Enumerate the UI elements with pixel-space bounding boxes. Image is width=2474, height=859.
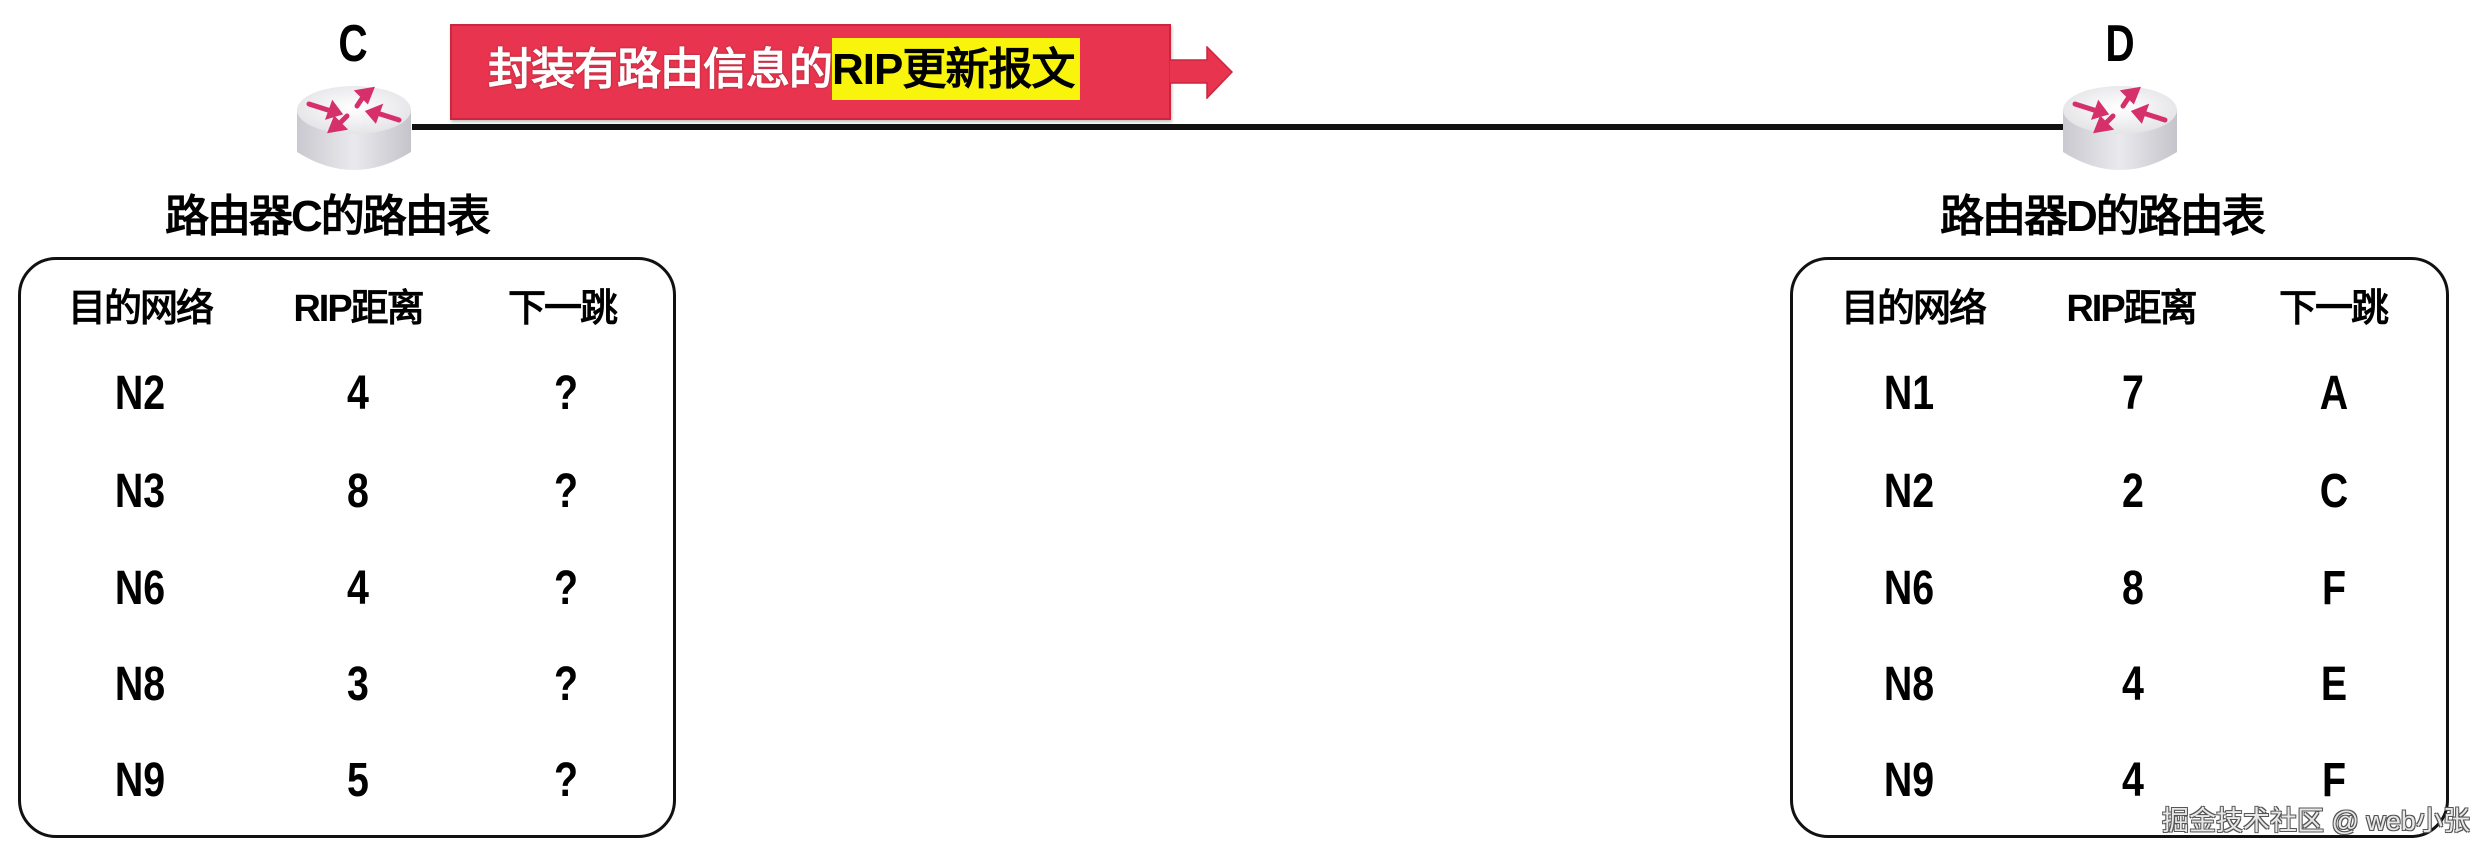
- banner-text: 封装有路由信息的RIP更新报文: [488, 38, 1081, 102]
- cell-network: N2: [114, 367, 166, 420]
- watermark: 掘金技术社区 @ web小张: [2162, 806, 2470, 836]
- cell-distance: 2: [2122, 465, 2144, 518]
- cell-distance: 5: [347, 754, 369, 807]
- link-c-d: [412, 124, 2063, 130]
- cell-network: N9: [1883, 754, 1935, 807]
- router-d-label: D: [2105, 15, 2135, 73]
- cell-distance: 8: [347, 465, 369, 518]
- cell-distance: 4: [347, 562, 369, 615]
- cell-next-hop: ?: [553, 465, 579, 518]
- header-destination: 目的网络: [67, 288, 214, 330]
- arrow-right-icon: [1169, 46, 1233, 99]
- cell-next-hop: ?: [553, 754, 579, 807]
- cell-network: N6: [114, 562, 166, 615]
- cell-network: N3: [114, 465, 166, 518]
- cell-next-hop: ?: [553, 562, 579, 615]
- cell-next-hop: F: [2321, 562, 2347, 615]
- cell-distance: 7: [2122, 367, 2144, 420]
- cell-network: N1: [1883, 367, 1935, 420]
- cell-next-hop: A: [2319, 367, 2349, 420]
- routing-table-d: 目的网络 RIP距离 下一跳 N1 7 A N2 2 C N6 8 F N8 4…: [1790, 257, 2449, 838]
- router-c-label: C: [338, 15, 368, 73]
- header-next-hop: 下一跳: [2278, 288, 2389, 330]
- cell-distance: 8: [2122, 562, 2144, 615]
- cell-distance: 4: [2122, 754, 2144, 807]
- cell-next-hop: F: [2321, 754, 2347, 807]
- cell-network: N8: [114, 658, 166, 711]
- cell-network: N2: [1883, 465, 1935, 518]
- cell-next-hop: E: [2320, 658, 2348, 711]
- table-d-title: 路由器D的路由表: [1940, 192, 2266, 241]
- router-c-icon: [297, 86, 411, 170]
- header-rip-distance: RIP距离: [293, 288, 424, 330]
- cell-distance: 3: [347, 658, 369, 711]
- cell-network: N9: [114, 754, 166, 807]
- banner-text-plain: 封装有路由信息的: [488, 45, 833, 94]
- cell-distance: 4: [347, 367, 369, 420]
- rip-update-banner: 封装有路由信息的RIP更新报文: [450, 24, 1171, 120]
- router-d-icon: [2063, 86, 2177, 170]
- table-c-title: 路由器C的路由表: [165, 192, 491, 241]
- cell-distance: 4: [2122, 658, 2144, 711]
- header-next-hop: 下一跳: [507, 288, 618, 330]
- cell-next-hop: ?: [553, 658, 579, 711]
- header-destination: 目的网络: [1840, 288, 1987, 330]
- header-rip-distance: RIP距离: [2066, 288, 2197, 330]
- banner-text-highlight: RIP更新报文: [832, 38, 1081, 100]
- cell-next-hop: C: [2319, 465, 2349, 518]
- cell-next-hop: ?: [553, 367, 579, 420]
- cell-network: N8: [1883, 658, 1935, 711]
- routing-table-c: 目的网络 RIP距离 下一跳 N2 4 ? N3 8 ? N6 4 ? N8 3…: [18, 257, 676, 838]
- cell-network: N6: [1883, 562, 1935, 615]
